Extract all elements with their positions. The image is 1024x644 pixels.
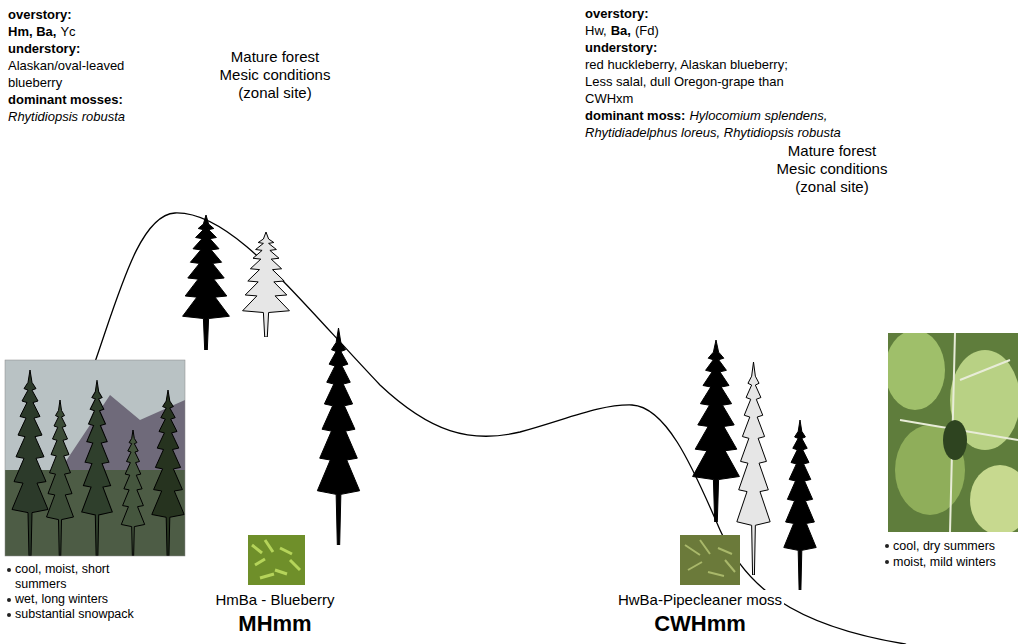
heading-term: overstory: <box>8 6 173 23</box>
heading-term: dominant moss: <box>585 108 685 123</box>
plant-list: red huckleberry, Alaskan blueberry; Less… <box>585 56 817 107</box>
tree-silhouette <box>737 362 770 575</box>
species-code: Yc <box>60 24 75 39</box>
canopy-photo <box>888 333 1018 532</box>
site-note: Mature forest Mesic conditions (zonal si… <box>211 48 339 102</box>
zone-description: overstory:Hm, Ba, Ycunderstory:Alaskan/ov… <box>8 6 173 125</box>
climate-item: moist, mild winters <box>884 554 1018 570</box>
tree-silhouette <box>693 340 740 522</box>
forest-photo <box>5 360 185 556</box>
photo-tree <box>12 370 48 556</box>
climate-list: cool, moist, short summerswet, long wint… <box>6 562 136 622</box>
zone-description: overstory:Hw, Ba, (Fd)understory:red huckl… <box>585 5 885 141</box>
tree-silhouette <box>183 215 230 350</box>
zone-code: MHmm <box>175 611 375 637</box>
photo-tree <box>47 400 74 556</box>
terrain-profile <box>95 213 960 644</box>
zone-code: MHmm <box>175 611 375 637</box>
moss-species: Rhytidiopsis robusta <box>8 108 173 125</box>
species-code: (Fd) <box>635 23 659 38</box>
species-code: Ba, <box>611 23 631 38</box>
heading-term: dominant mosses: <box>8 91 173 108</box>
photo-shadow <box>943 420 967 460</box>
heading-term: understory: <box>8 40 173 57</box>
climate-list: cool, dry summersmoist, mild winters <box>884 538 1018 570</box>
photo-foliage <box>970 465 1018 532</box>
species-code: Hw, <box>585 23 607 38</box>
site-series-name: HmBa - Blueberry <box>175 590 375 609</box>
photo-tree <box>121 430 144 556</box>
moss-photo <box>248 535 305 585</box>
photo-sky <box>5 360 185 556</box>
tree-silhouette <box>317 328 359 545</box>
climate-item: substantial snowpack <box>6 607 136 622</box>
heading-term: overstory: <box>585 5 885 22</box>
site-note: Mature forest Mesic conditions (zonal si… <box>768 142 896 196</box>
moss-fronds <box>685 540 735 576</box>
photo-tree <box>82 380 113 556</box>
climate-item: cool, moist, short summers <box>6 562 136 592</box>
photo-tree <box>152 390 184 556</box>
moss-photo <box>680 535 740 585</box>
heading-term: understory: <box>585 39 885 56</box>
zone-code: CWHmm <box>590 611 810 637</box>
site-series: HmBa - Blueberry <box>175 590 375 609</box>
zone-code: CWHmm <box>590 611 810 637</box>
site-note: Mature forest Mesic conditions (zonal si… <box>211 48 339 102</box>
site-note: Mature forest Mesic conditions (zonal si… <box>768 142 896 196</box>
site-series-name: HwBa-Pipecleaner moss <box>616 590 784 609</box>
plant-list: Alaskan/oval-leaved blueberry <box>8 57 173 91</box>
moss-fronds <box>252 540 300 578</box>
moss-ground <box>680 535 740 585</box>
tree-silhouette <box>243 232 290 337</box>
tree-silhouette <box>784 420 816 590</box>
photo-foliage <box>888 333 945 410</box>
moss-ground <box>248 535 305 585</box>
climate-item: wet, long winters <box>6 592 136 607</box>
species-code: Hm, Ba, <box>8 24 56 39</box>
climate-item: cool, dry summers <box>884 538 1018 554</box>
site-series: HwBa-Pipecleaner moss <box>590 590 810 609</box>
photo-frame <box>5 360 185 556</box>
photo-branches <box>900 333 1018 532</box>
